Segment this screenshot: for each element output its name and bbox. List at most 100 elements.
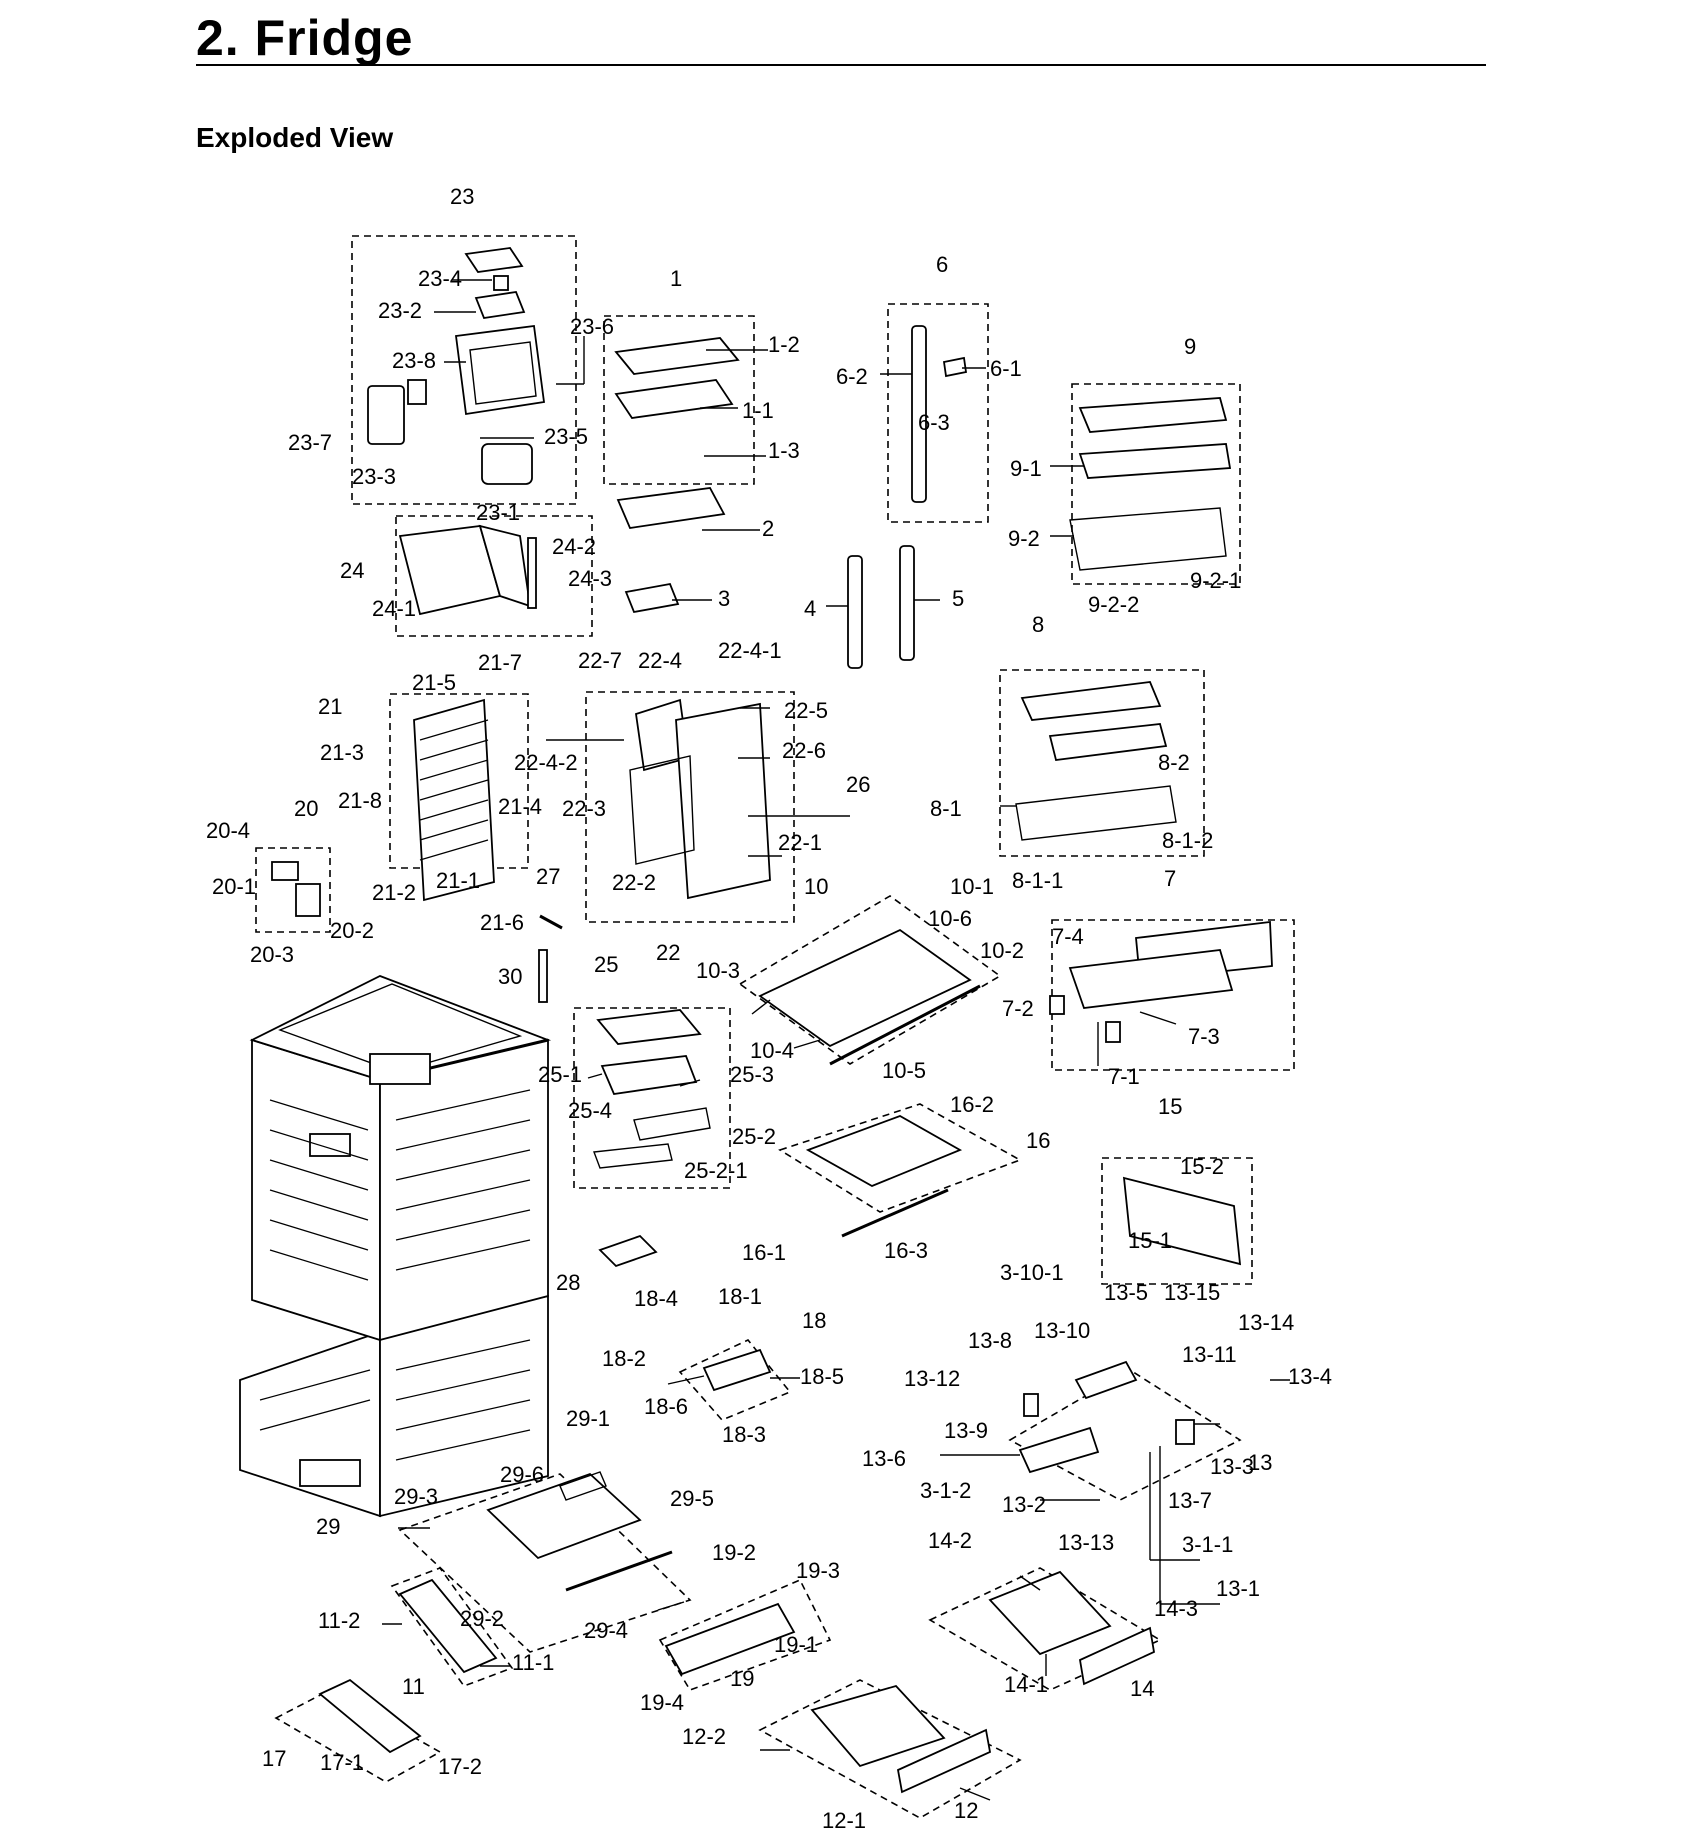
- group-box-12: [758, 1679, 1022, 1819]
- callout-18-6: 18-6: [644, 1394, 688, 1419]
- group-box-22: [585, 691, 795, 923]
- callout-18-2: 18-2: [602, 1346, 646, 1371]
- callout-22: 22: [656, 940, 680, 965]
- callout-22-1: 22-1: [778, 830, 822, 855]
- callout-14-1: 14-1: [1004, 1672, 1048, 1697]
- callout-22-5: 22-5: [784, 698, 828, 723]
- callout-6-2: 6-2: [836, 364, 868, 389]
- callout-11-1: 11-1: [512, 1650, 554, 1675]
- callout-18-1: 18-1: [718, 1284, 762, 1309]
- callout-8-2: 8-2: [1158, 750, 1190, 775]
- callout-13-4: 13-4: [1288, 1364, 1332, 1389]
- callout-14-3: 14-3: [1154, 1596, 1198, 1621]
- callout-17-1: 17-1: [320, 1750, 364, 1775]
- callout-1-2: 1-2: [768, 332, 800, 357]
- callout-29-2: 29-2: [460, 1606, 504, 1631]
- callout-9-2-1: 9-2-1: [1190, 568, 1241, 593]
- callout-21-2: 21-2: [372, 880, 416, 905]
- group-box-24: [395, 515, 593, 637]
- callout-4: 4: [804, 596, 816, 621]
- callout-13-9: 13-9: [944, 1418, 988, 1443]
- group-box-19: [658, 1578, 832, 1691]
- callout-13: 13: [1248, 1450, 1272, 1475]
- callout-21-1: 21-1: [436, 868, 480, 893]
- callout-20-2: 20-2: [330, 918, 374, 943]
- callout-16-2: 16-2: [950, 1092, 994, 1117]
- group-box-1: [603, 315, 755, 485]
- callout-20-4: 20-4: [206, 818, 250, 843]
- callout-25-4: 25-4: [568, 1098, 612, 1123]
- callout-9-1: 9-1: [1010, 456, 1042, 481]
- callout-17: 17: [262, 1746, 286, 1771]
- callout-16-1: 16-1: [742, 1240, 786, 1265]
- callout-13-12: 13-12: [904, 1366, 960, 1391]
- group-box-16: [778, 1103, 1022, 1213]
- callout-13-15: 13-15: [1164, 1280, 1220, 1305]
- callout-20: 20: [294, 796, 318, 821]
- callout-22-4-1: 22-4-1: [718, 638, 782, 663]
- callout-8-1-1: 8-1-1: [1012, 868, 1063, 893]
- callout-24-1: 24-1: [372, 596, 416, 621]
- callout-1: 1: [670, 266, 682, 291]
- callout-19-1: 19-1: [774, 1632, 818, 1657]
- callout-1-1: 1-1: [742, 398, 774, 423]
- part-shapes: [271, 247, 1273, 1794]
- group-box-7: [1051, 919, 1295, 1071]
- callout-6-1: 6-1: [990, 356, 1022, 381]
- callout-12-1: 12-1: [822, 1808, 866, 1833]
- callout-13-3: 13-3: [1210, 1454, 1254, 1479]
- callout-18-3: 18-3: [722, 1422, 766, 1447]
- callout-22-6: 22-6: [782, 738, 826, 763]
- callout-10-5: 10-5: [882, 1058, 926, 1083]
- callout-19-3: 19-3: [796, 1558, 840, 1583]
- callout-13-7: 13-7: [1168, 1488, 1212, 1513]
- callout-6: 6: [936, 252, 948, 277]
- callout-11-2: 11-2: [318, 1608, 360, 1633]
- callout-3: 3: [718, 586, 730, 611]
- section-subtitle: Exploded View: [196, 122, 394, 153]
- callout-23: 23: [450, 184, 474, 209]
- callout-12-2: 12-2: [682, 1724, 726, 1749]
- callout-7-2: 7-2: [1002, 996, 1034, 1021]
- callout-3-10-1: 3-10-1: [1000, 1260, 1064, 1285]
- callout-23-2: 23-2: [378, 298, 422, 323]
- callout-25: 25: [594, 952, 618, 977]
- callout-29-1: 29-1: [566, 1406, 610, 1431]
- callout-29-6: 29-6: [500, 1462, 544, 1487]
- callout-21-5: 21-5: [412, 670, 456, 695]
- group-box-10: [738, 895, 1002, 1065]
- callout-13-5: 13-5: [1104, 1280, 1148, 1305]
- callout-18-4: 18-4: [634, 1286, 678, 1311]
- page-title: 2. Fridge: [196, 10, 414, 66]
- group-box-25: [573, 1007, 731, 1189]
- callout-29-5: 29-5: [670, 1486, 714, 1511]
- callout-7-3: 7-3: [1188, 1024, 1220, 1049]
- callout-14: 14: [1130, 1676, 1154, 1701]
- group-box-8: [999, 669, 1205, 857]
- callout-18: 18: [802, 1308, 826, 1333]
- callout-9: 9: [1184, 334, 1196, 359]
- callout-27: 27: [536, 864, 560, 889]
- fridge-cabinet: [239, 975, 552, 1518]
- callout-29: 29: [316, 1514, 340, 1539]
- leader-lines: [382, 279, 1290, 1801]
- callout-29-4: 29-4: [584, 1618, 628, 1643]
- callout-6-3: 6-3: [918, 410, 950, 435]
- callout-13-1: 13-1: [1216, 1576, 1260, 1601]
- callout-1-3: 1-3: [768, 438, 800, 463]
- callout-8-1: 8-1: [930, 796, 962, 821]
- group-boxes: [255, 235, 1295, 1819]
- callout-13-8: 13-8: [968, 1328, 1012, 1353]
- callout-28: 28: [556, 1270, 580, 1295]
- callout-13-10: 13-10: [1034, 1318, 1090, 1343]
- callout-23-7: 23-7: [288, 430, 332, 455]
- callout-22-7: 22-7: [578, 648, 622, 673]
- callout-24-3: 24-3: [568, 566, 612, 591]
- callout-10-3: 10-3: [696, 958, 740, 983]
- callout-25-2: 25-2: [732, 1124, 776, 1149]
- callout-23-1: 23-1: [476, 500, 520, 525]
- callout-22-2: 22-2: [612, 870, 656, 895]
- callout-23-4: 23-4: [418, 266, 462, 291]
- callout-7-4: 7-4: [1052, 924, 1084, 949]
